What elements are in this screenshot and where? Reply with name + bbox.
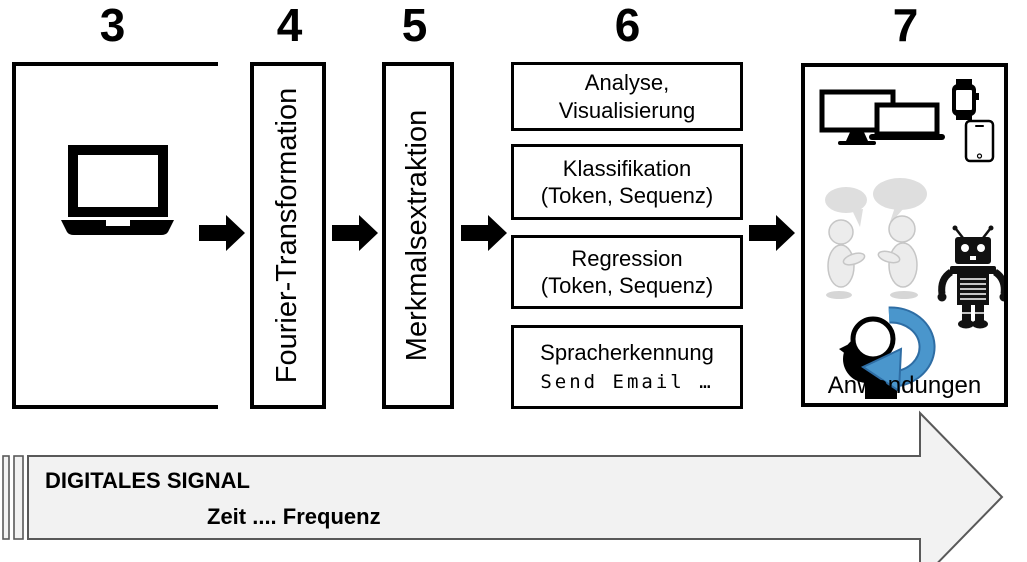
- stage6-analyse-line2: Visualisierung: [558, 97, 696, 123]
- stage6-spracherkennung-box: Spracherkennung Send Email …: [511, 325, 743, 409]
- signal-title: DIGITALES SIGNAL: [45, 468, 250, 493]
- stage4-label: Fourier-Transformation: [271, 87, 304, 384]
- stage6-klassifikation-box: Klassifikation (Token, Sequenz): [511, 144, 743, 220]
- signal-arrow-body: [27, 410, 1004, 562]
- stage6-klassifikation-line1: Klassifikation: [562, 155, 692, 181]
- stage6-regression-line1: Regression: [571, 245, 683, 271]
- stage6-send-email-line: Send Email …: [540, 371, 714, 394]
- stage6-spracherkennung-line1: Spracherkennung: [540, 339, 714, 365]
- stage6-klassifikation-line2: (Token, Sequenz): [540, 183, 714, 208]
- stage7-applications-box: Anwendungen: [801, 63, 1008, 407]
- robot-icon: [937, 225, 1004, 329]
- step-number-3: 3: [99, 0, 126, 51]
- stage7-label: Anwendungen: [827, 372, 982, 399]
- flow-arrow-3-4: [199, 215, 245, 251]
- talking-people-icon: [825, 178, 927, 299]
- step-number-7: 7: [892, 0, 919, 51]
- stage6-regression-box: Regression (Token, Sequenz): [511, 235, 743, 309]
- stage6-analyse-line1: Analyse,: [584, 70, 670, 95]
- smartwatch-icon: [952, 79, 979, 120]
- flow-arrow-6-7: [749, 215, 795, 251]
- applications-icons: [819, 79, 1004, 399]
- stage6-analyse-box: Analyse, Visualisierung: [511, 62, 743, 131]
- stage5-label: Merkmalsextraktion: [401, 109, 434, 362]
- stage3-source-box: [12, 62, 218, 409]
- stage6-regression-line2: (Token, Sequenz): [540, 273, 714, 298]
- step-number-4: 4: [276, 0, 303, 51]
- stage4-fourier-box: Fourier-Transformation: [250, 62, 326, 409]
- flow-arrow-4-5: [332, 215, 378, 251]
- flow-arrow-5-6: [461, 215, 507, 251]
- step-number-6: 6: [614, 0, 641, 51]
- stage5-merkmal-box: Merkmalsextraktion: [382, 62, 454, 409]
- signal-tail-bar-2: [13, 455, 24, 540]
- laptop-small-icon: [869, 102, 945, 140]
- step-number-5: 5: [401, 0, 428, 51]
- signal-tail-bar-1: [2, 455, 10, 540]
- signal-subtitle: Zeit .... Frequenz: [207, 504, 381, 529]
- laptop-icon: [61, 145, 174, 235]
- smartphone-icon: [964, 119, 995, 163]
- digital-signal-arrow: [2, 410, 1004, 562]
- head-loop-arrow-icon: [839, 306, 936, 399]
